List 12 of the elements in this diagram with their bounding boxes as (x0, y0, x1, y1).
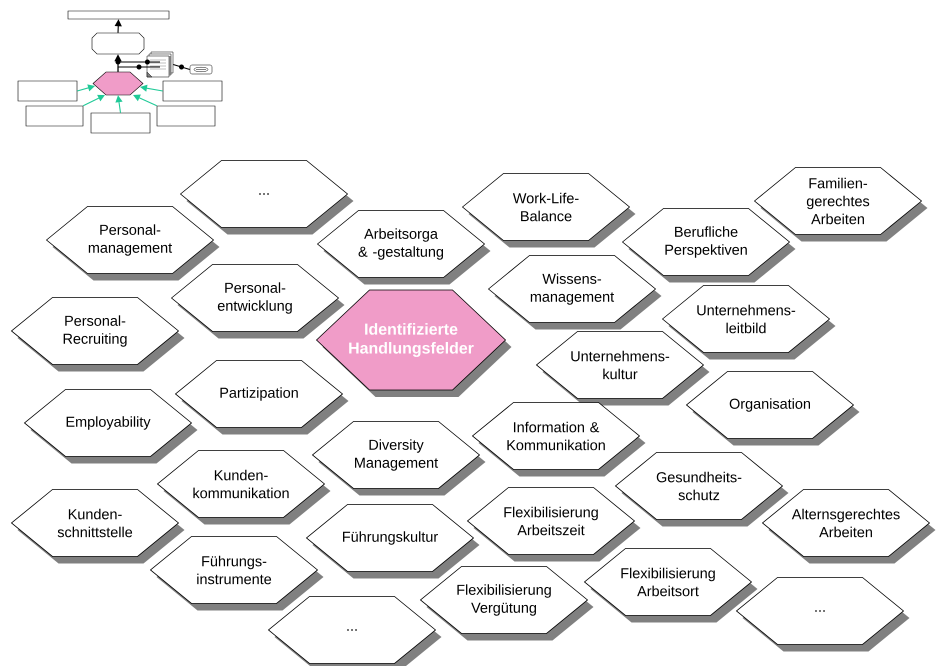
arrow (117, 64, 160, 72)
placeholder-box (26, 106, 84, 126)
document-stack-drawing (146, 52, 174, 78)
placeholder-box (156, 106, 216, 126)
octagon-box (92, 32, 144, 54)
placeholder-box (90, 112, 150, 134)
placeholder-box (68, 10, 170, 20)
arrow (173, 64, 190, 70)
disk-drive-drawing (190, 64, 212, 74)
placeholder-box (162, 80, 222, 102)
placeholder-box (18, 80, 78, 102)
hexagon (92, 72, 144, 96)
